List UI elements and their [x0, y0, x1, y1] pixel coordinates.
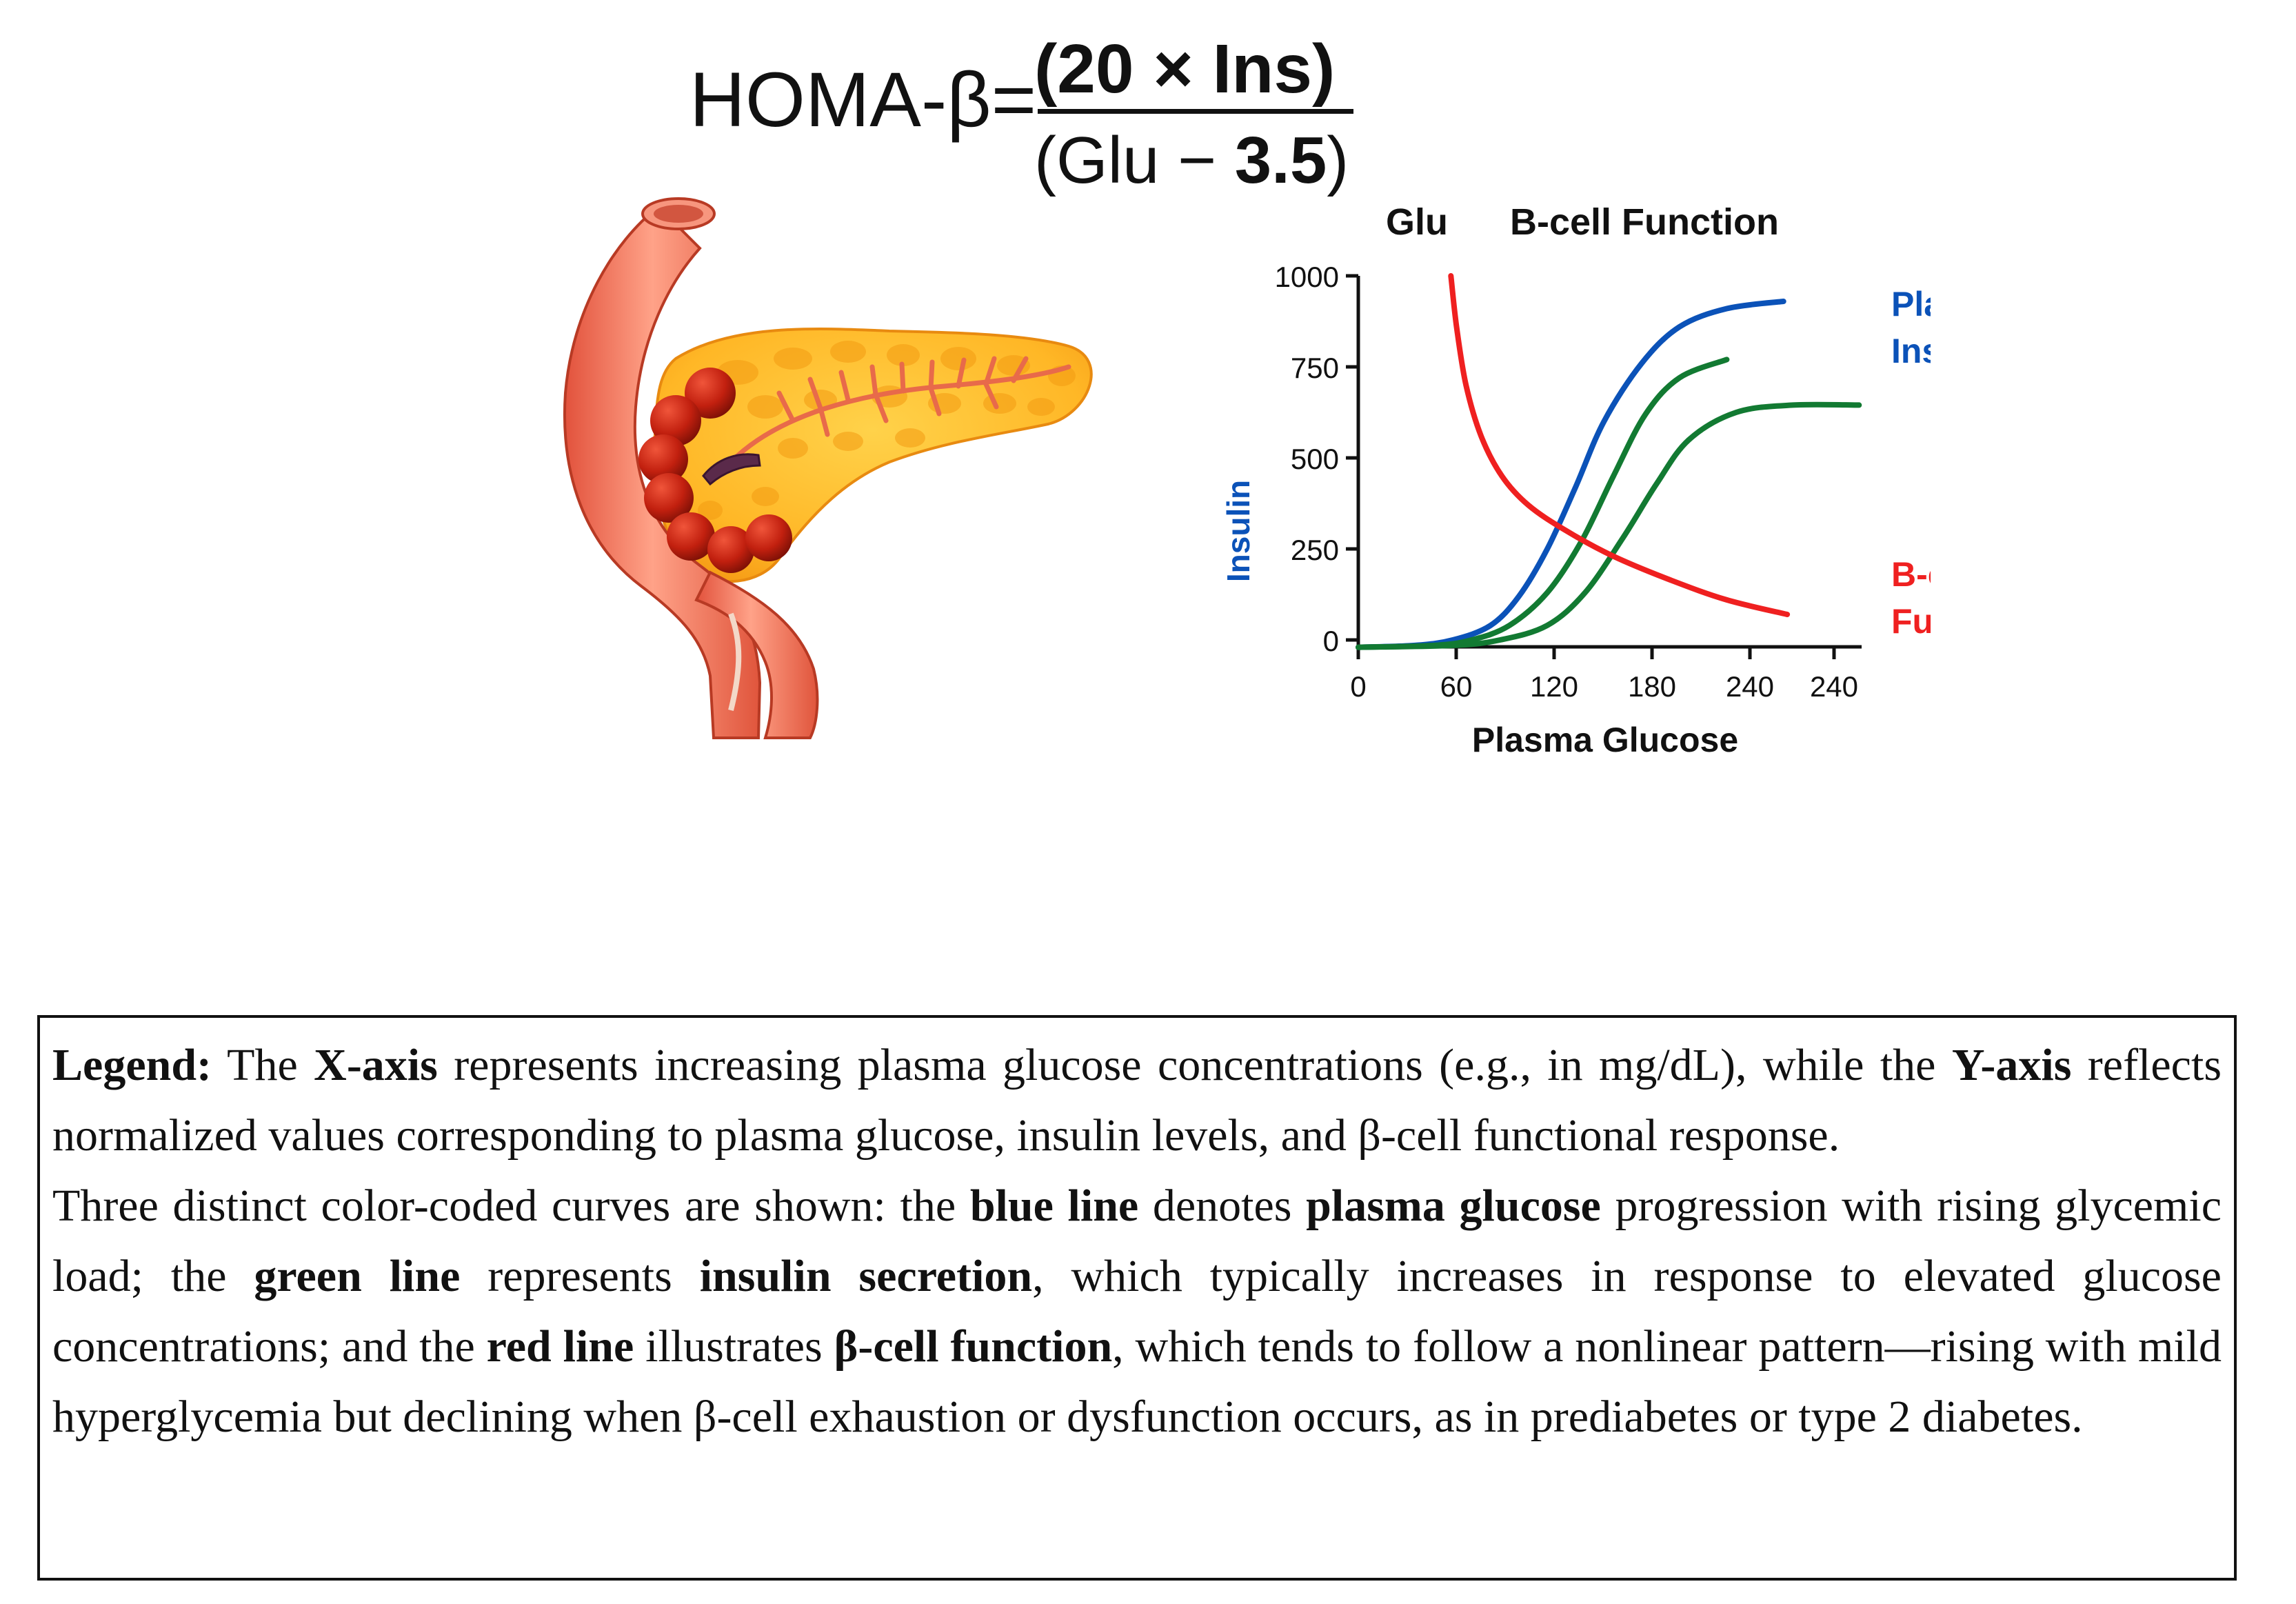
chart-axes: 0 250 500 750 1000 0 60 120 180 240 240	[1275, 261, 1862, 703]
blue-series-label: Plasma	[1891, 285, 1931, 323]
bile-duct	[728, 612, 742, 711]
glucose-insulin-chart: Glu B-cell Function Insulin Plasma Gluco…	[1220, 201, 1931, 759]
ampulla	[702, 453, 761, 486]
x-tick-label: 240	[1810, 670, 1858, 703]
duodenum-lower-loop	[694, 570, 819, 739]
y-tick-label: 250	[1291, 534, 1339, 566]
x-tick-label: 60	[1440, 670, 1473, 703]
homa-beta-formula: HOMA-β= (20 × Ins) (Glu − 3.5)	[683, 28, 1386, 200]
formula-denominator: (Glu − 3.5)	[1034, 123, 1349, 197]
x-tick-label: 180	[1628, 670, 1676, 703]
pancreatic-duct	[728, 356, 1071, 465]
blue-line-0	[1356, 299, 1786, 650]
y-tick-label: 750	[1291, 352, 1339, 384]
x-axis-label: Plasma Glucose	[1472, 721, 1738, 759]
x-tick-label: 0	[1350, 670, 1366, 703]
y-axis-label: Insulin	[1220, 480, 1256, 582]
legend-box: Legend: The X-axis represents increasing…	[37, 1015, 2237, 1581]
legend-paragraph-2: Three distinct color-coded curves are sh…	[52, 1181, 2222, 1442]
blue-series-label: Insulin	[1891, 332, 1931, 370]
chart-series	[1356, 273, 1862, 650]
formula-fraction-bar	[1038, 109, 1353, 114]
green-line-1	[1356, 357, 1730, 650]
red-series-label: B-cell	[1891, 555, 1931, 594]
y-tick-label: 0	[1323, 625, 1339, 657]
islet-clusters	[638, 368, 792, 573]
red-line-3	[1448, 273, 1791, 617]
formula-lhs: HOMA-β=	[689, 57, 1037, 143]
formula-numerator: (20 × Ins)	[1034, 30, 1336, 108]
green-line-2	[1356, 401, 1862, 650]
chart-title-glu: Glu	[1386, 201, 1448, 243]
pancreas-illustration	[563, 197, 1093, 739]
x-tick-label: 120	[1530, 670, 1578, 703]
y-tick-label: 500	[1291, 443, 1339, 475]
y-tick-label: 1000	[1275, 261, 1339, 293]
legend-paragraph-1: Legend: The X-axis represents increasing…	[52, 1040, 2222, 1161]
x-tick-label: 240	[1726, 670, 1774, 703]
chart-title-bcell-function: B-cell Function	[1510, 201, 1779, 243]
red-series-label: Function	[1891, 602, 1931, 641]
